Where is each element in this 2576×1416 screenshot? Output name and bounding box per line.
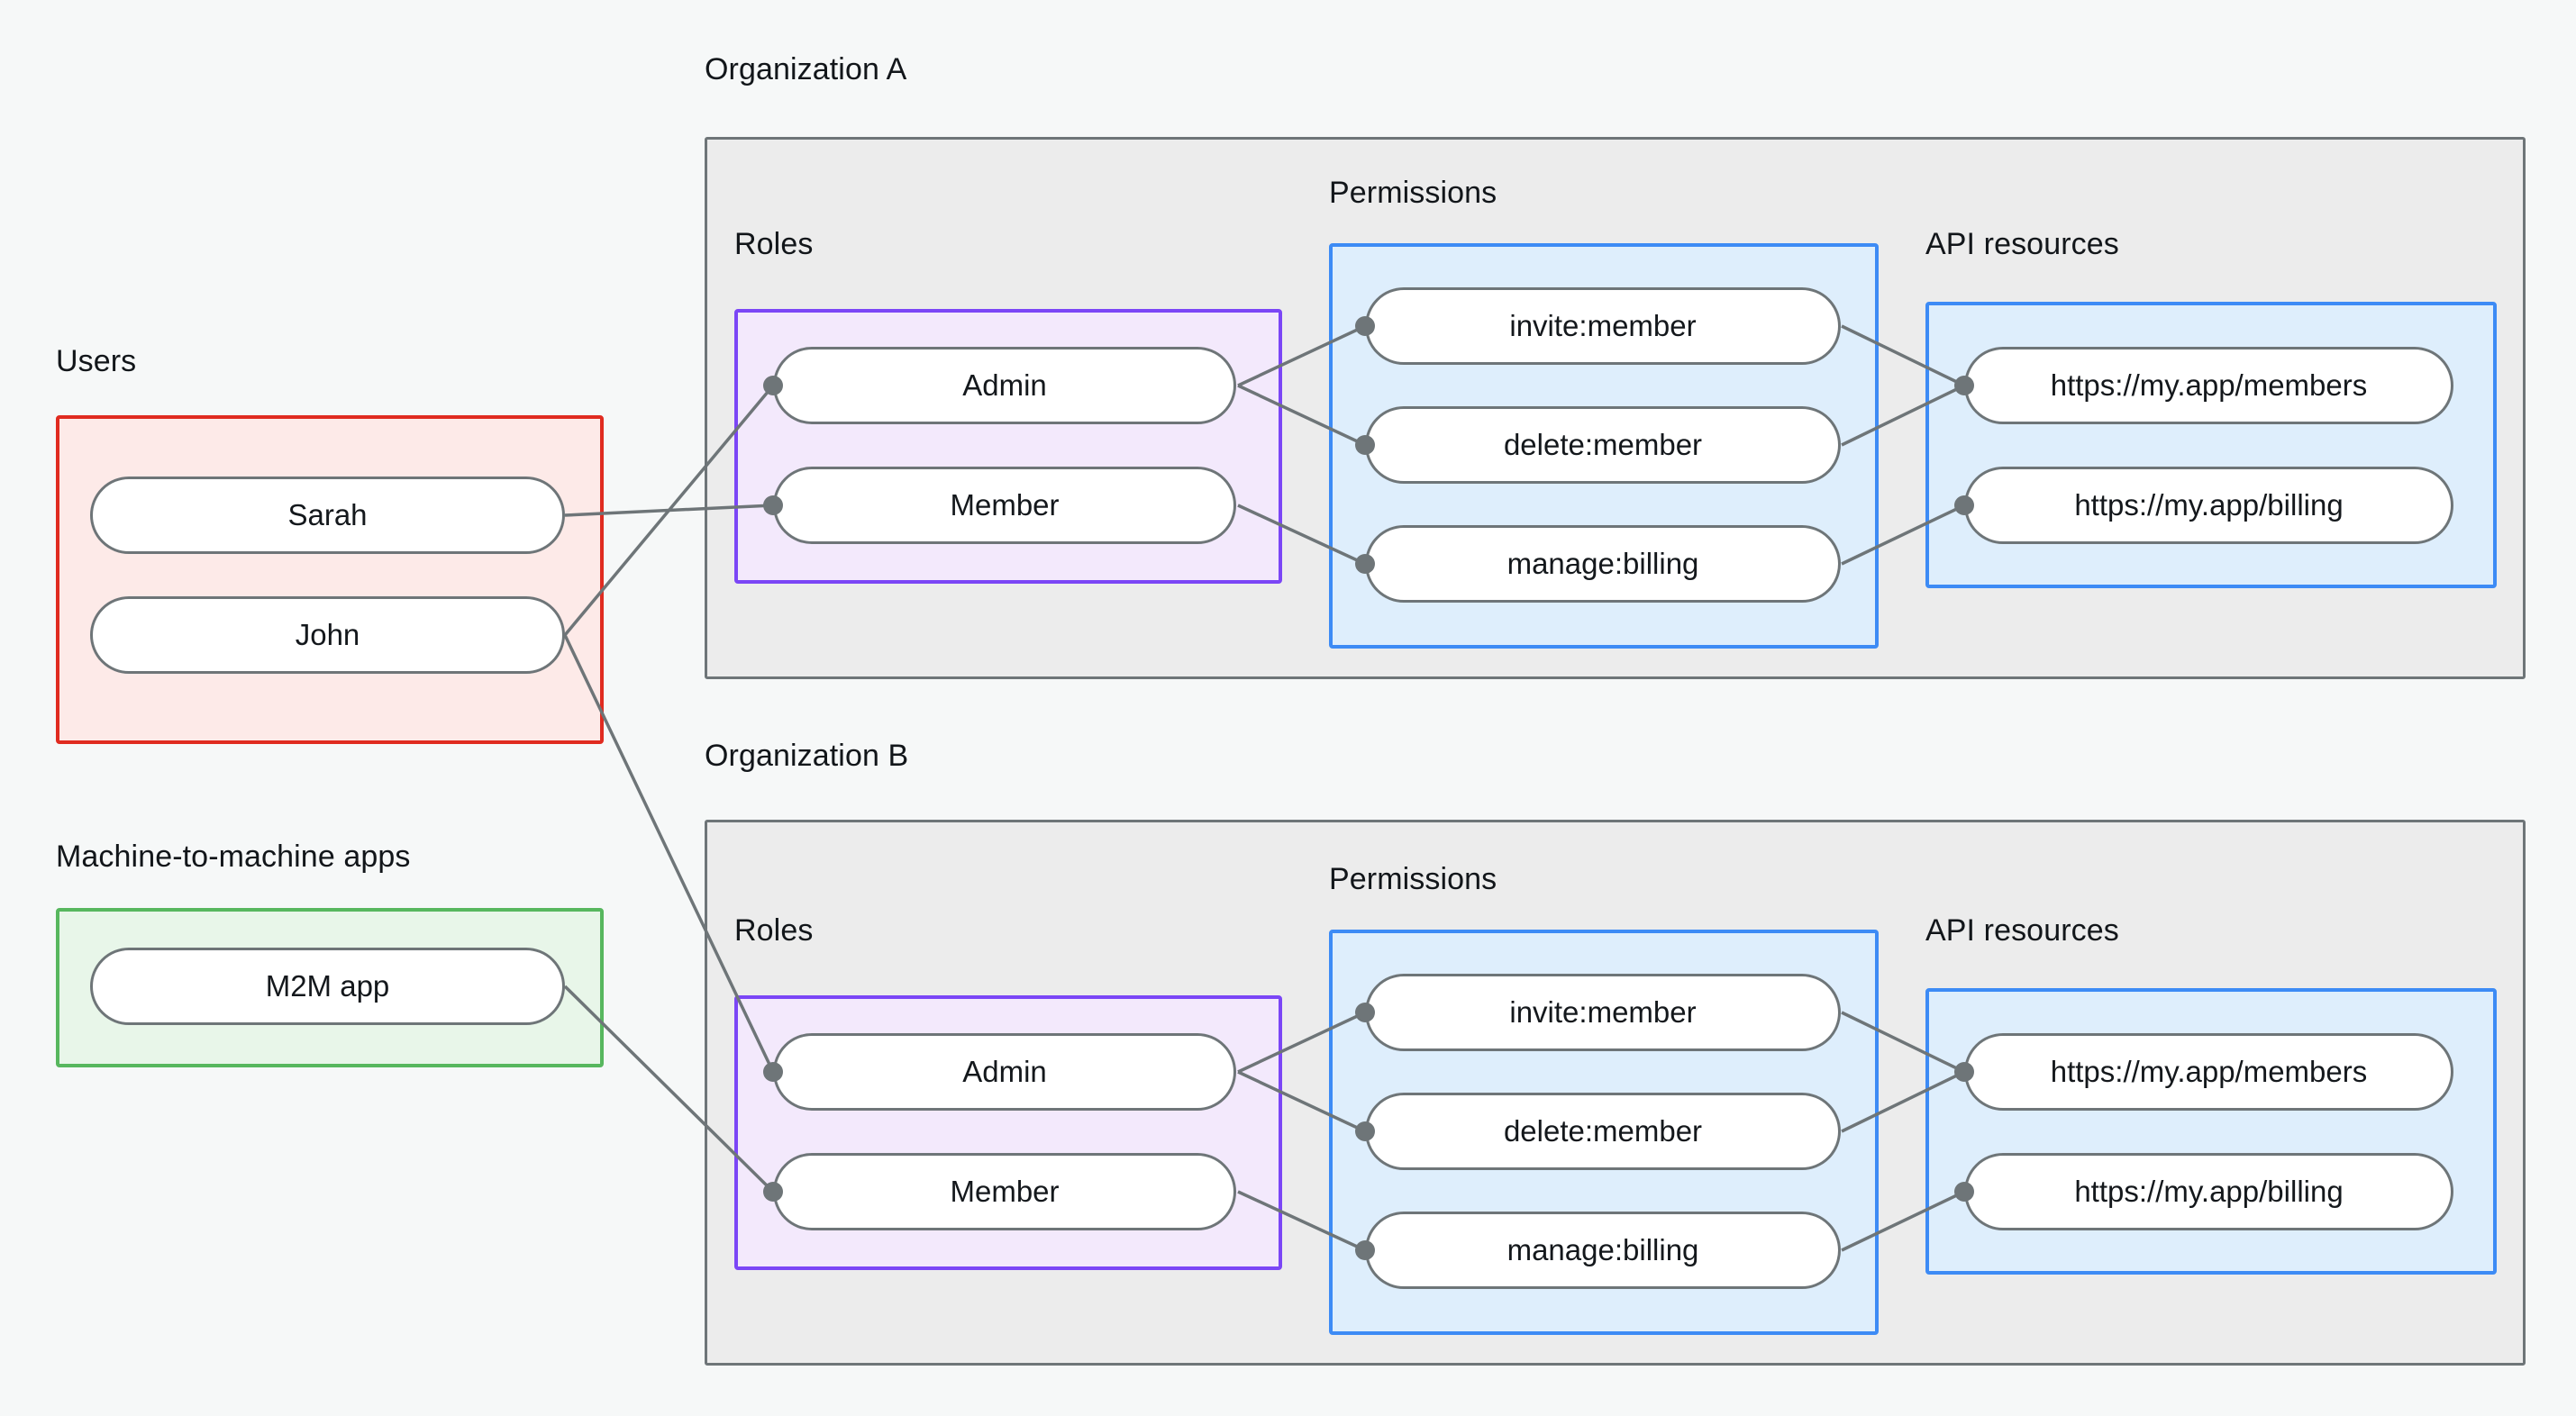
orgA-permission-delete-member[interactable]: delete:member: [1365, 406, 1841, 484]
orgB-permission-invite-member[interactable]: invite:member: [1365, 974, 1841, 1051]
orgB-permission-manage-billing-label: manage:billing: [1506, 1233, 1699, 1266]
orgB-api-resource-members[interactable]: https://my.app/members: [1964, 1033, 2453, 1111]
orgA-api-resource-members[interactable]: https://my.app/members: [1964, 347, 2453, 424]
orgB-permission-invite-member-label: invite:member: [1509, 995, 1697, 1029]
orgB-permission-manage-billing[interactable]: manage:billing: [1365, 1212, 1841, 1289]
orgB-role-admin-label: Admin: [962, 1055, 1047, 1088]
user-john[interactable]: John: [90, 596, 565, 674]
user-sarah-label: Sarah: [287, 498, 368, 531]
orgA-api-resource-billing[interactable]: https://my.app/billing: [1964, 467, 2453, 544]
orgA-roles-label: Roles: [734, 227, 814, 261]
orgB-role-admin[interactable]: Admin: [773, 1033, 1236, 1111]
users-group-label: Users: [56, 344, 137, 378]
orgA-role-member[interactable]: Member: [773, 467, 1236, 544]
orgA-api-resources-cluster: [1925, 302, 2497, 588]
orgB-role-member-label: Member: [950, 1175, 1060, 1208]
orgB-permissions-label: Permissions: [1329, 862, 1497, 896]
m2m-app[interactable]: M2M app: [90, 948, 565, 1025]
orgA-permission-manage-billing[interactable]: manage:billing: [1365, 525, 1841, 603]
organization-a-title: Organization A: [705, 52, 907, 86]
users-cluster: [56, 415, 604, 744]
m2m-group-label: Machine-to-machine apps: [56, 840, 411, 874]
orgA-permission-invite-member[interactable]: invite:member: [1365, 287, 1841, 365]
orgA-api-resources-label: API resources: [1925, 227, 2119, 261]
orgB-permission-delete-member[interactable]: delete:member: [1365, 1093, 1841, 1170]
user-sarah[interactable]: Sarah: [90, 477, 565, 554]
orgA-permission-invite-member-label: invite:member: [1509, 309, 1697, 342]
orgA-api-resource-billing-label: https://my.app/billing: [2074, 488, 2344, 522]
orgB-api-resource-billing-label: https://my.app/billing: [2074, 1175, 2344, 1208]
orgB-api-resource-members-label: https://my.app/members: [2050, 1055, 2368, 1088]
orgB-api-resources-cluster: [1925, 988, 2497, 1275]
orgB-api-resource-billing[interactable]: https://my.app/billing: [1964, 1153, 2453, 1230]
m2m-app-label: M2M app: [265, 969, 390, 1003]
orgA-role-admin[interactable]: Admin: [773, 347, 1236, 424]
orgA-permission-delete-member-label: delete:member: [1503, 428, 1703, 461]
orgB-roles-label: Roles: [734, 913, 814, 948]
orgB-api-resources-label: API resources: [1925, 913, 2119, 948]
orgA-role-member-label: Member: [950, 488, 1060, 522]
orgA-permissions-label: Permissions: [1329, 176, 1497, 210]
orgA-permission-manage-billing-label: manage:billing: [1506, 547, 1699, 580]
organization-b-title: Organization B: [705, 739, 909, 773]
orgB-role-member[interactable]: Member: [773, 1153, 1236, 1230]
user-john-label: John: [295, 618, 360, 651]
orgA-api-resource-members-label: https://my.app/members: [2050, 368, 2368, 402]
orgA-role-admin-label: Admin: [962, 368, 1047, 402]
orgB-permission-delete-member-label: delete:member: [1503, 1114, 1703, 1148]
